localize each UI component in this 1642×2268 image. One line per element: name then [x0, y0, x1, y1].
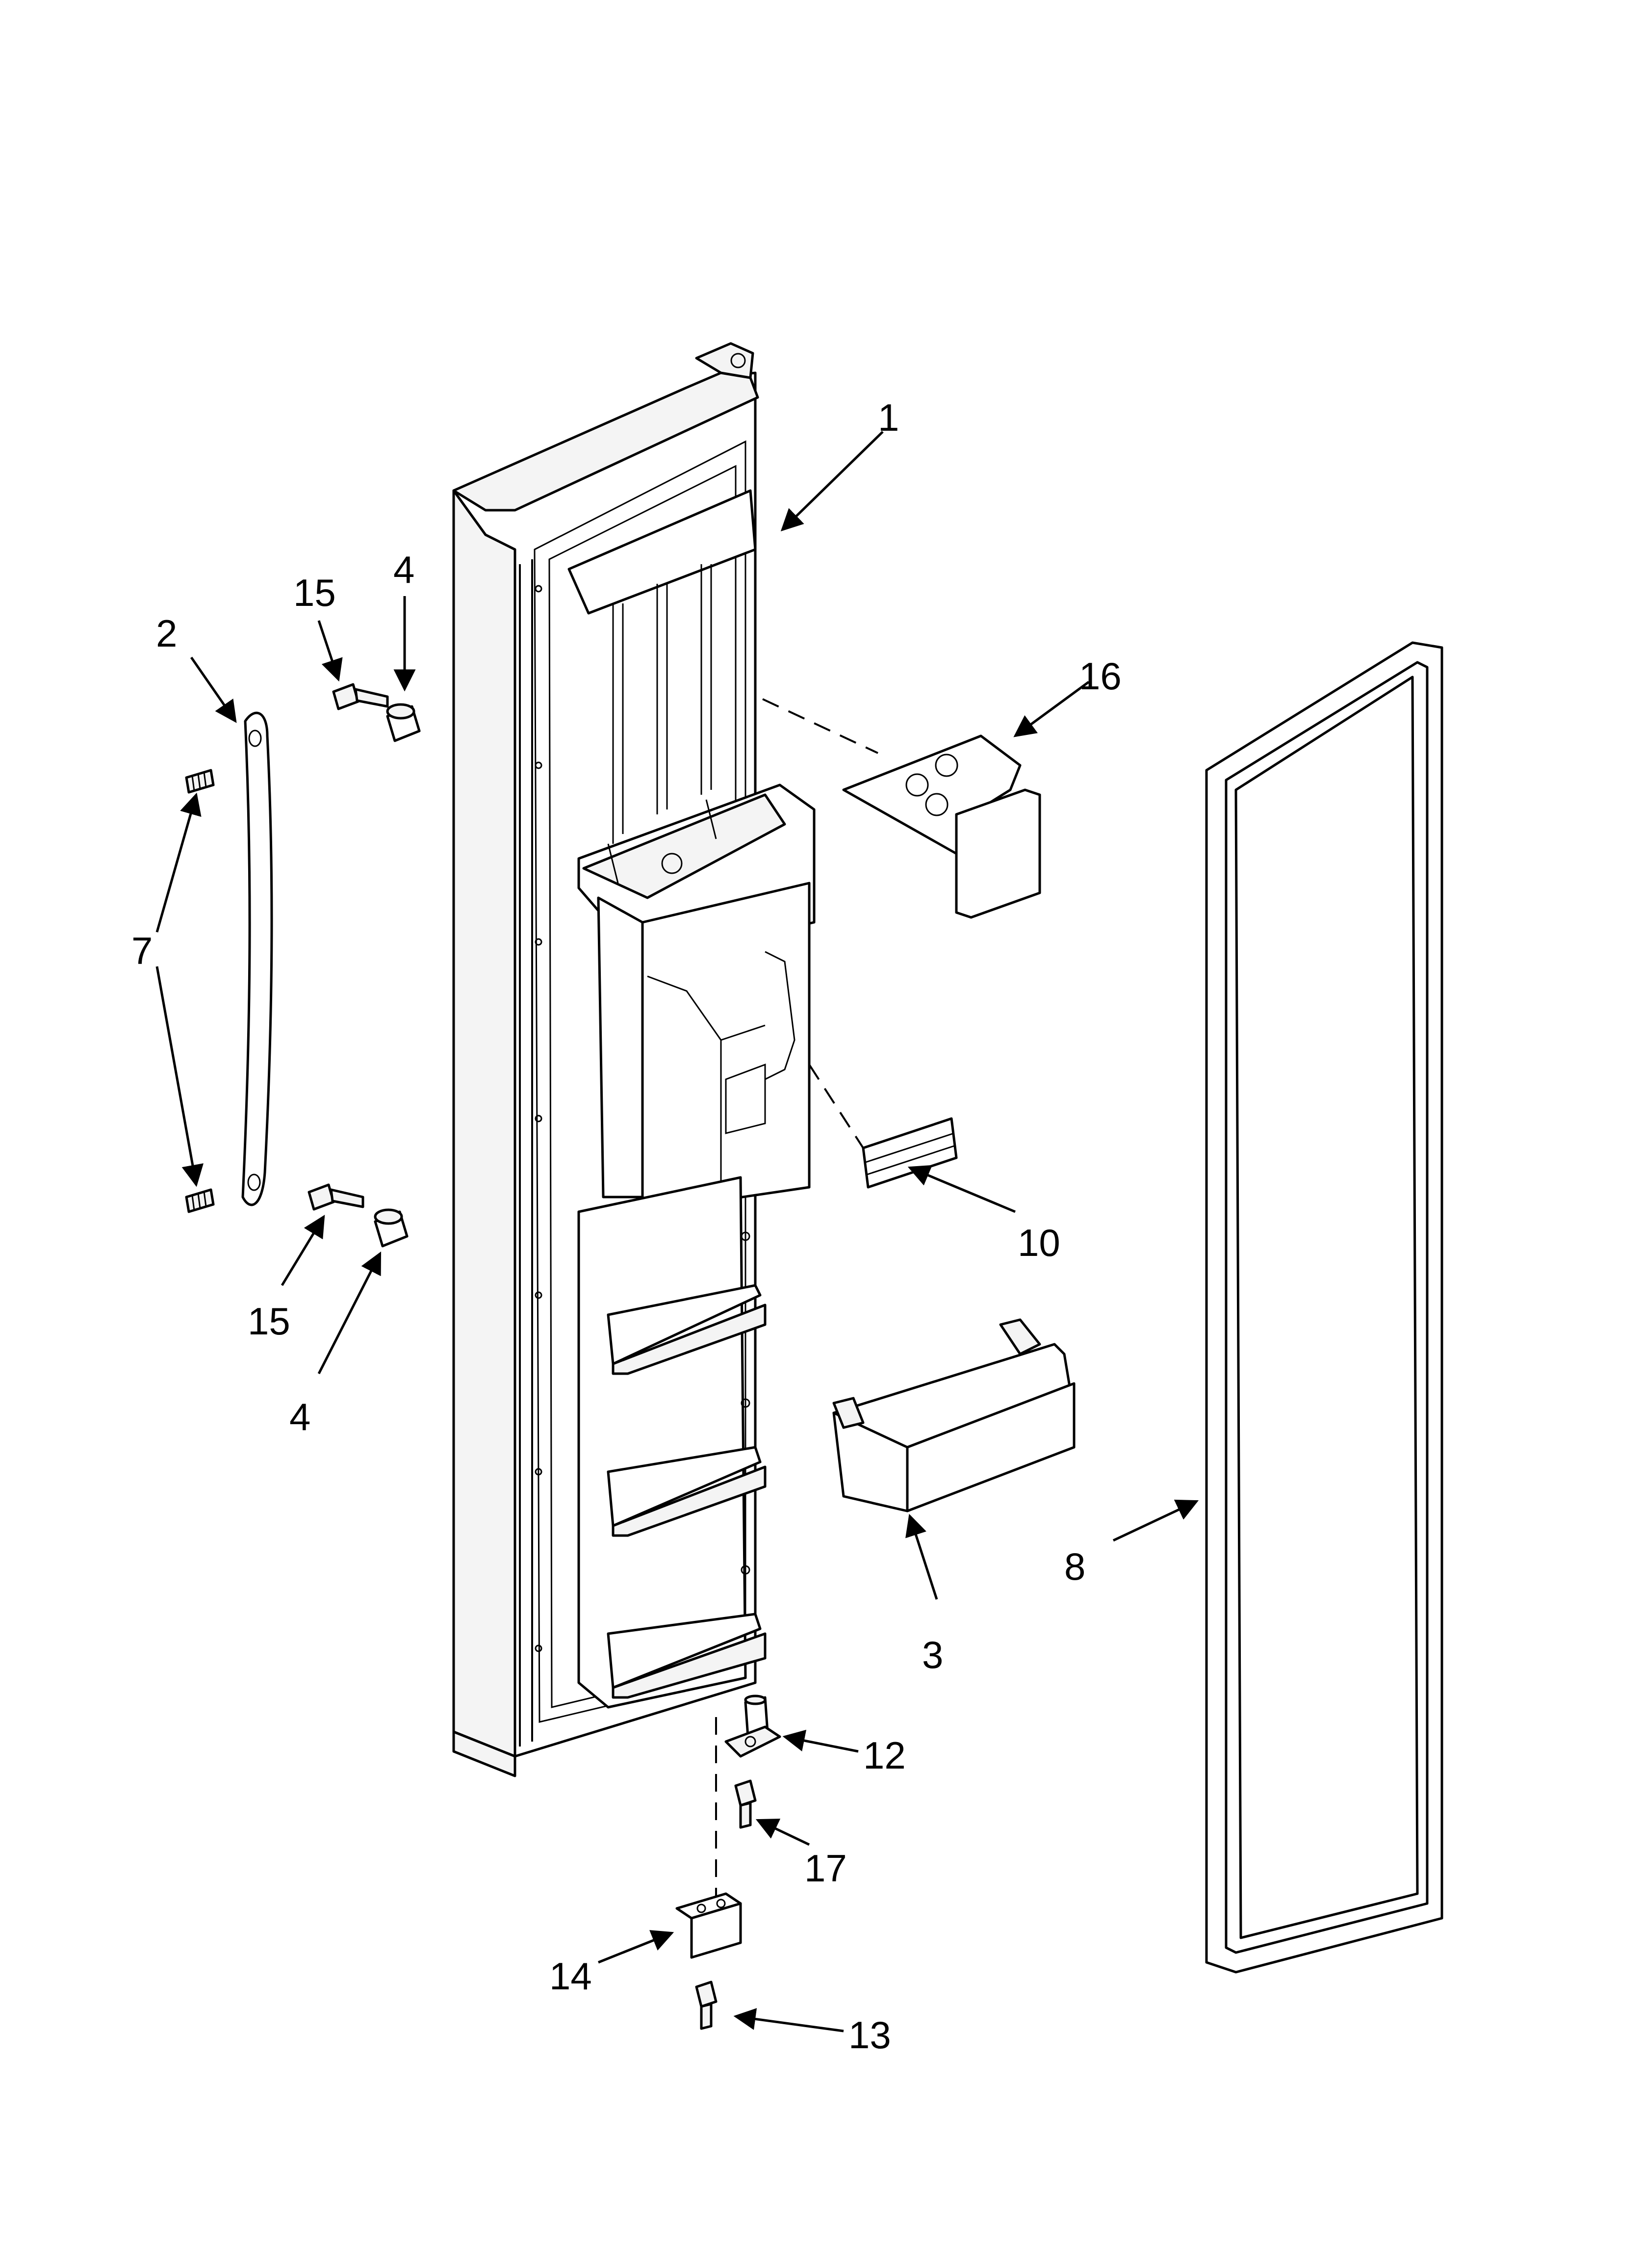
hinge-screw [734, 1779, 757, 1829]
callout-15-upper: 15 [293, 571, 336, 614]
door-shelf [607, 1613, 767, 1699]
callout-15-lower: 15 [248, 1300, 290, 1343]
callout-4-upper: 4 [393, 548, 414, 591]
callout-14: 14 [549, 1955, 592, 1998]
hinge-bracket [675, 1892, 742, 1959]
callout-17: 17 [804, 1847, 847, 1890]
callout-3: 3 [922, 1633, 943, 1676]
callout-4-lower: 4 [289, 1395, 310, 1438]
callout-1: 1 [878, 396, 899, 439]
leader-lines [155, 431, 1199, 2033]
callout-labels: 1 2 3 4 4 7 8 10 12 13 14 15 15 16 17 [131, 396, 1122, 2057]
hinge-pin [724, 1694, 781, 1758]
set-screw [185, 1188, 215, 1213]
door-gasket [1205, 641, 1443, 1974]
handle-screw [332, 683, 389, 710]
door-handle [241, 711, 273, 1206]
door-assembly [452, 342, 816, 1777]
callout-7: 7 [131, 929, 153, 972]
trim-strip [862, 1117, 958, 1189]
door-bin [832, 1318, 1076, 1512]
spacer [374, 1208, 409, 1248]
hinge-screw [695, 1981, 718, 2030]
callout-10: 10 [1018, 1221, 1060, 1264]
callout-16: 16 [1079, 654, 1122, 698]
handle-screw [308, 1183, 364, 1211]
callout-13: 13 [848, 2013, 891, 2057]
door-shelf [607, 1446, 767, 1537]
spacer [386, 703, 421, 742]
dispenser-cover [842, 734, 1041, 919]
callout-12: 12 [863, 1734, 906, 1777]
door-shelf [607, 1284, 767, 1375]
callout-8: 8 [1064, 1545, 1085, 1588]
callout-2: 2 [156, 612, 177, 655]
set-screw [185, 769, 215, 794]
